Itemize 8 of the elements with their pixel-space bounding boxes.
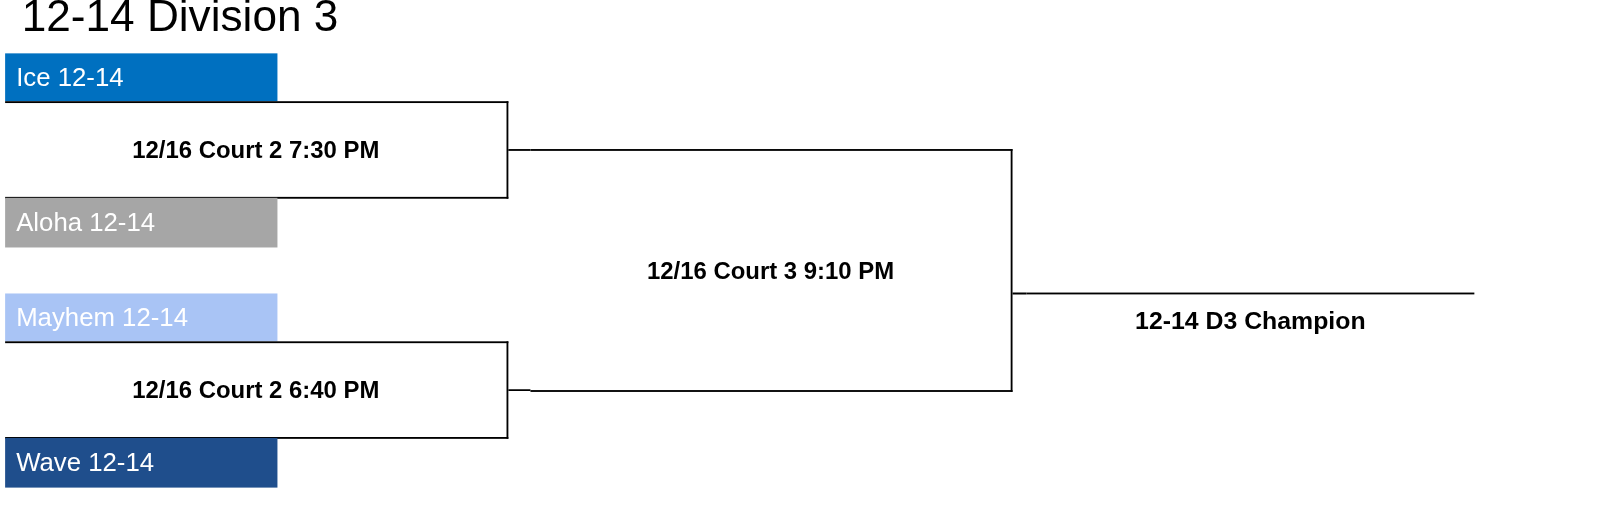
team-bar: Mayhem 12-14 [5, 293, 278, 342]
connector-line [1011, 292, 1028, 295]
connector-line [507, 149, 532, 151]
team-bar: Ice 12-14 [5, 53, 278, 102]
connector-line [507, 389, 532, 391]
champion-line: 12-14 D3 Champion [1026, 292, 1475, 348]
team-bar: Aloha 12-14 [5, 197, 278, 248]
team-bar: Wave 12-14 [5, 437, 278, 488]
